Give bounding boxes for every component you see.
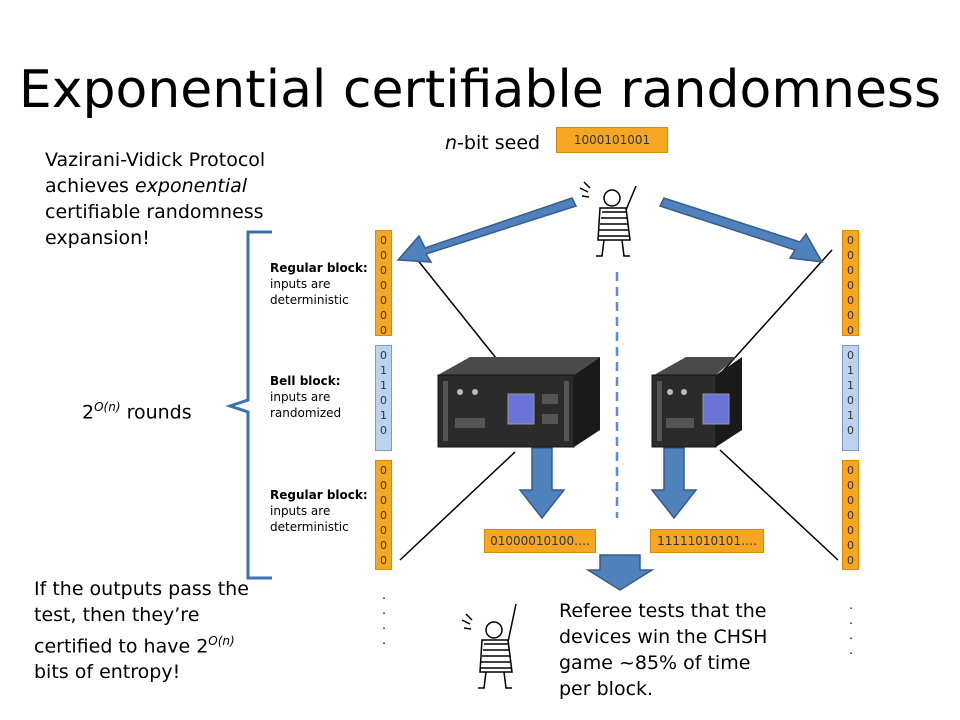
referee-bottom-figure xyxy=(461,603,517,689)
intro-line-4: expansion! xyxy=(45,227,150,249)
referee-line-2: devices win the CHSH xyxy=(559,626,768,648)
intro-text: Vazirani-Vidick Protocol achieves expone… xyxy=(45,147,305,251)
seed-label-rest: -bit seed xyxy=(457,132,541,154)
output-left-box: 01000010100…. xyxy=(484,529,596,553)
rounds-text: rounds xyxy=(126,401,192,424)
rounds-base: 2 xyxy=(82,401,95,424)
line-left-top xyxy=(407,247,513,379)
referee-line-4: per block. xyxy=(559,678,654,700)
line-left-bottom xyxy=(399,451,516,561)
intro-line-1: Vazirani-Vidick Protocol xyxy=(45,149,266,171)
seed-box: 1000101001 xyxy=(556,127,668,153)
referee-line-3: game ~85% of time xyxy=(559,652,751,674)
referee-test-text: Referee tests that the devices win the C… xyxy=(559,598,799,702)
conclusion-line-2: test, then they’re xyxy=(34,604,200,626)
rounds-label: 2O(n) rounds xyxy=(82,394,192,425)
arrow-left-device-output xyxy=(518,447,566,520)
intro-line-3: certifiable randomness xyxy=(45,201,264,223)
arrow-to-right-device xyxy=(658,197,824,263)
device-right-illustration xyxy=(651,357,742,448)
output-right-box: 11111010101…. xyxy=(650,529,764,553)
conclusion-line-4: bits of entropy! xyxy=(34,661,181,684)
conclusion-text: If the outputs pass the test, then they’… xyxy=(34,576,274,685)
slide-title: Exponential certifiable randomness xyxy=(18,60,942,120)
referee-line-1: Referee tests that the xyxy=(559,600,767,622)
seed-label-italic: n xyxy=(445,132,458,154)
conclusion-line-3: certified to have 2O(n) xyxy=(34,634,235,658)
rounds-brace xyxy=(225,230,272,580)
rounds-exp: O(n) xyxy=(94,400,121,414)
intro-line-2-pre: achieves xyxy=(45,175,135,197)
seed-label: n-bit seed xyxy=(445,130,540,156)
intro-line-2: achieves exponential xyxy=(45,173,305,199)
left-continuation-dots: .... xyxy=(382,588,386,647)
arrow-to-left-device xyxy=(396,197,578,263)
device-left-illustration xyxy=(437,357,600,448)
line-right-bottom xyxy=(719,449,839,561)
line-right-top xyxy=(721,249,833,373)
referee-top-figure xyxy=(579,181,637,257)
right-continuation-dots: .... xyxy=(849,598,853,657)
arrow-to-referee-test xyxy=(585,554,655,591)
intro-line-2-em: exponential xyxy=(134,175,248,197)
conclusion-line-1: If the outputs pass the xyxy=(34,578,249,600)
arrow-right-device-output xyxy=(650,447,698,520)
